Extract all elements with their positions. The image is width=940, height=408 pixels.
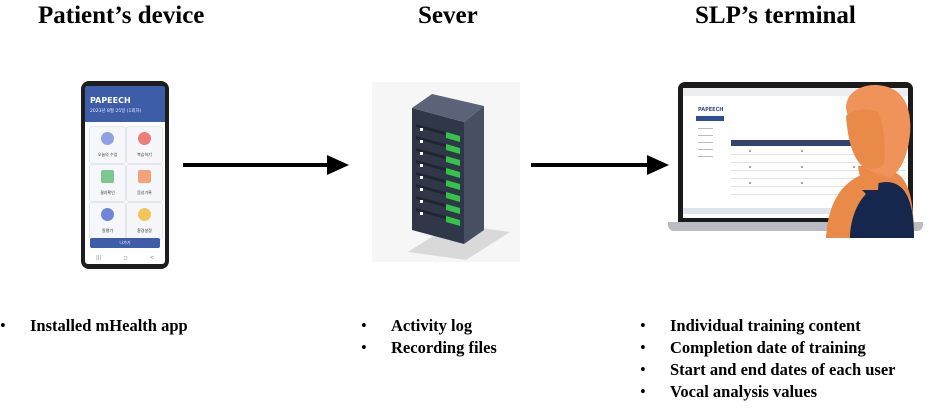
- bullet-item: Completion date of training: [640, 337, 896, 359]
- patient-device-bullets: Installed mHealth app: [0, 315, 188, 337]
- recent-apps-icon: |||: [96, 255, 102, 261]
- server-led-rows: [416, 124, 460, 226]
- phone-tile-evaluation: 말평가: [89, 202, 126, 240]
- phone-app-header: PAPEECH 2023년 8월 25일 (1회차): [85, 86, 165, 122]
- sidebar-item: [698, 128, 713, 129]
- slp-terminal-bullets: Individual training content Completion d…: [640, 315, 896, 403]
- phone-nav-bar: ||| ◻ <: [85, 252, 165, 264]
- bullet-item: Start and end dates of each user: [640, 359, 896, 381]
- back-icon: <: [149, 255, 154, 261]
- home-icon: ◻: [123, 255, 128, 261]
- record-icon: [138, 170, 151, 183]
- phone-tile-lesson: 오늘의 수업: [89, 126, 126, 164]
- table-row: [731, 170, 906, 171]
- browser-bar: [683, 88, 908, 96]
- gear-icon: [138, 208, 151, 221]
- slp-terminal-title: SLP’s terminal: [695, 2, 856, 29]
- sidebar-button: [696, 116, 724, 121]
- table-header: [731, 140, 906, 146]
- phone-session-date: 2023년 8월 25일 (1회차): [90, 109, 142, 114]
- terminal-app-name: PAPEECH: [698, 107, 724, 113]
- table-cell: [749, 166, 751, 168]
- server-bullets: Activity log Recording files: [361, 315, 497, 359]
- arrow-server-to-terminal: [531, 155, 669, 175]
- smartphone-illustration: PAPEECH 2023년 8월 25일 (1회차) 오늘의 수업 복습하기 결…: [81, 81, 169, 269]
- sidebar-item: [698, 149, 713, 150]
- sidebar-item: [698, 135, 713, 136]
- sidebar-item: [698, 156, 713, 157]
- lesson-icon: [101, 132, 114, 145]
- table-cell: [801, 150, 803, 152]
- phone-tile-label: 복습하기: [137, 152, 152, 157]
- bullet-item: Vocal analysis values: [640, 381, 896, 403]
- patient-device-title: Patient’s device: [38, 2, 205, 29]
- table-row: [731, 186, 906, 187]
- server-tower-icon: [372, 82, 520, 262]
- phone-tile-label: 오늘의 수업: [97, 152, 118, 157]
- server-title: Sever: [418, 2, 478, 29]
- table-row: [731, 162, 906, 163]
- review-icon: [138, 132, 151, 145]
- footer-bar: [683, 208, 908, 214]
- trophy-icon: [101, 208, 114, 221]
- sidebar-item: [698, 142, 713, 143]
- phone-tile-settings: 환경설정: [126, 202, 163, 240]
- bullet-item: Activity log: [361, 315, 497, 337]
- table-cell: [801, 182, 803, 184]
- bullet-item: Recording files: [361, 337, 497, 359]
- table-cell: [749, 182, 751, 184]
- table-cell: [749, 150, 751, 152]
- bullet-item: Individual training content: [640, 315, 896, 337]
- table-row: [731, 154, 906, 155]
- phone-exit-button: 나가기: [90, 238, 160, 248]
- phone-tile-label: 환경설정: [137, 228, 152, 233]
- slp-person-illustration: [826, 84, 914, 238]
- phone-tile-label: 음성기록: [137, 190, 152, 195]
- arrow-phone-to-server: [183, 155, 349, 175]
- table-row: [731, 194, 906, 195]
- table-row: [731, 178, 906, 179]
- phone-screen: PAPEECH 2023년 8월 25일 (1회차) 오늘의 수업 복습하기 결…: [85, 86, 165, 264]
- phone-tile-label: 결과확인: [100, 190, 115, 195]
- laptop-base: [668, 222, 923, 231]
- phone-tile-label: 말평가: [101, 228, 114, 233]
- phone-tile-record: 음성기록: [126, 164, 163, 202]
- chart-icon: [101, 170, 114, 183]
- bullet-item: Installed mHealth app: [0, 315, 188, 337]
- table-cell: [801, 166, 803, 168]
- table-cell: [853, 166, 855, 168]
- phone-tile-review: 복습하기: [126, 126, 163, 164]
- phone-tile-results: 결과확인: [89, 164, 126, 202]
- phone-app-name: PAPEECH: [90, 96, 131, 105]
